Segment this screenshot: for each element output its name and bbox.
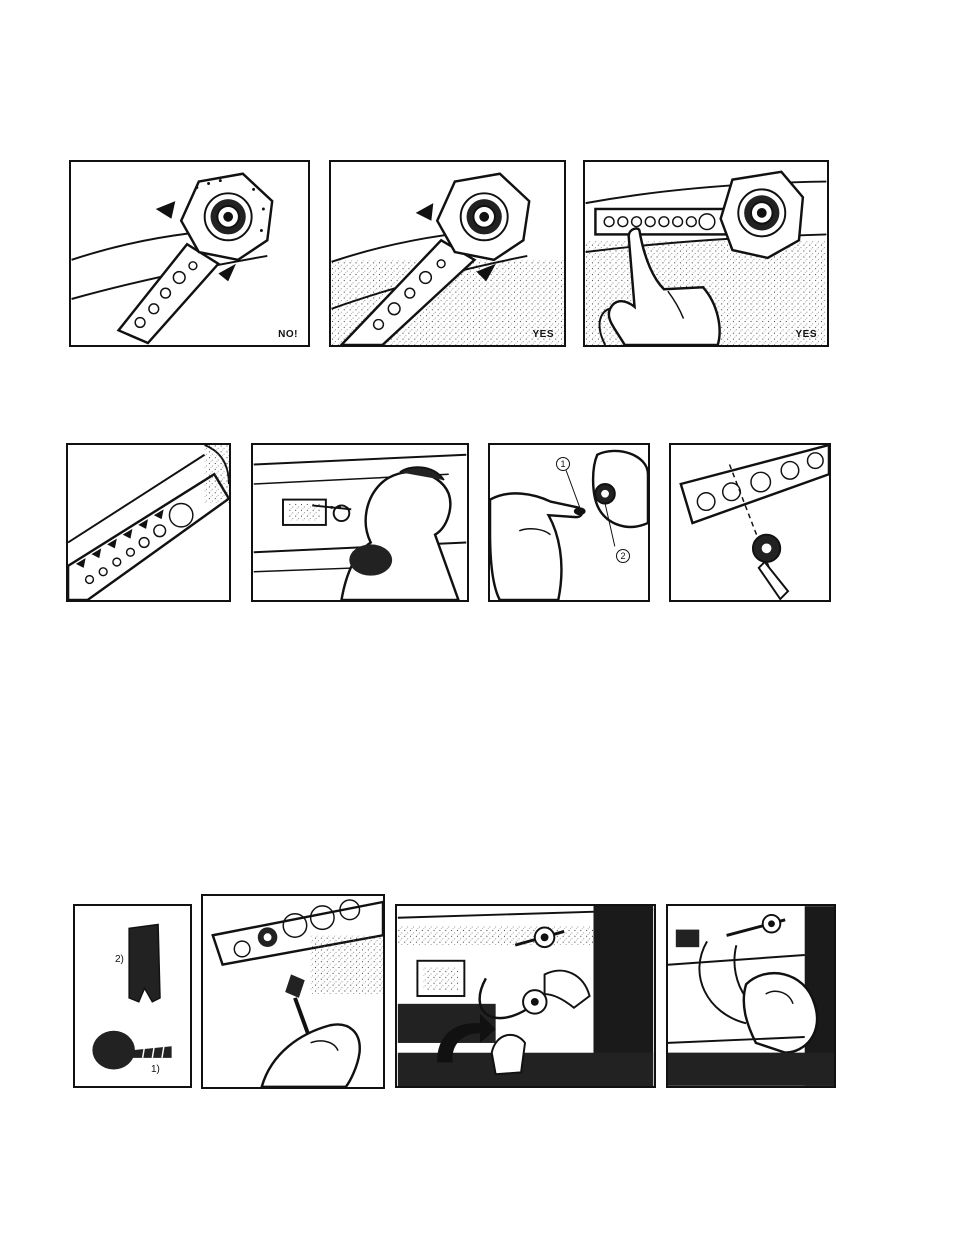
panel-door-install-final: [666, 904, 836, 1088]
panel-bracket-arrows: [66, 443, 231, 602]
stamp-yes: YES: [532, 329, 554, 340]
panel-adapter-yes: YES: [329, 160, 566, 347]
bracket-illustration: [68, 445, 229, 600]
callout-2: 2: [616, 549, 630, 563]
adapter-illustration: [585, 162, 827, 345]
panel-clip-and-nut: 1 2: [488, 443, 650, 602]
panel-mechanic-fitting: [251, 443, 469, 602]
stamp-yes: YES: [795, 329, 817, 340]
fastener-illustration: [75, 906, 190, 1086]
panel-door-install-arrow: [395, 904, 656, 1088]
stamp-no: NO!: [278, 329, 298, 340]
door-illustration: [668, 906, 834, 1086]
panel-nut-exploded: [669, 443, 831, 602]
panel-adapter-finger: YES: [583, 160, 829, 347]
panel-screw-insertion: [201, 894, 385, 1089]
mechanic-illustration: [253, 445, 467, 600]
callout-1: 1: [556, 457, 570, 471]
label-part-2: 2): [115, 954, 124, 965]
door-illustration: [397, 906, 654, 1086]
clip-illustration: [490, 445, 648, 600]
panel-adapter-no: NO!: [69, 160, 310, 347]
adapter-illustration: [331, 162, 564, 345]
panel-fastener-parts: 2) 1): [73, 904, 192, 1088]
nut-illustration: [671, 445, 829, 600]
label-part-1: 1): [151, 1064, 160, 1075]
adapter-illustration: [71, 162, 308, 345]
screw-illustration: [203, 896, 383, 1087]
